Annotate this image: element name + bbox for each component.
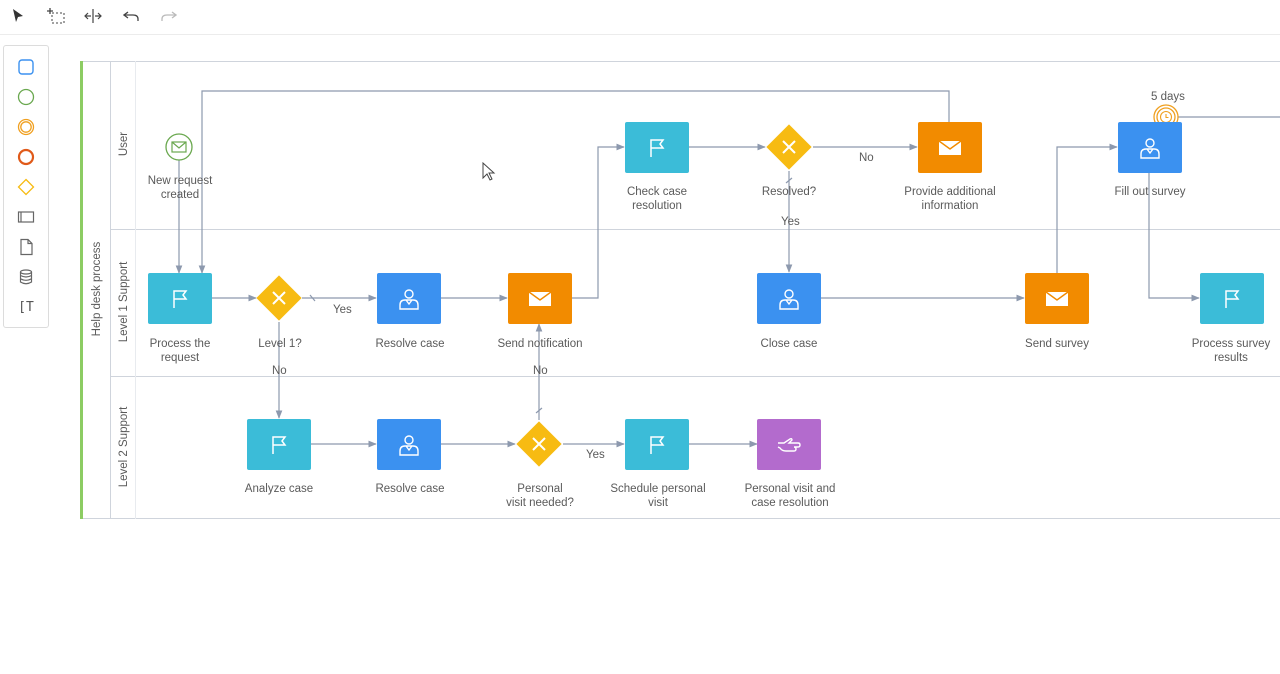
end-event-icon xyxy=(17,148,35,166)
text-annotation-icon: [T xyxy=(18,299,34,315)
undo-button[interactable] xyxy=(119,5,143,27)
edge-label-level1-yes: Yes xyxy=(333,304,352,316)
start-event-icon xyxy=(17,88,35,106)
flow-info-to-process[interactable] xyxy=(198,90,950,274)
task-personal-visit[interactable] xyxy=(757,419,821,470)
task-fill-survey[interactable] xyxy=(1118,122,1182,173)
envelope-icon xyxy=(938,139,962,155)
task-check-resolution[interactable] xyxy=(625,122,689,173)
palette-data-object[interactable] xyxy=(14,236,38,258)
label-resolved: Resolved? xyxy=(761,186,817,198)
palette-data-store[interactable] xyxy=(14,266,38,288)
label-resolve-case-2: Resolve case xyxy=(375,483,445,495)
label-start: New request created xyxy=(147,175,213,201)
edge-label-resolved-yes: Yes xyxy=(781,216,800,228)
label-close-case: Close case xyxy=(760,338,818,350)
mouse-cursor-icon xyxy=(482,162,496,181)
task-provide-info[interactable] xyxy=(918,122,982,173)
user-icon xyxy=(399,434,419,456)
envelope-icon xyxy=(528,290,552,306)
flow-notify-to-check[interactable] xyxy=(572,143,625,299)
undo-icon xyxy=(123,11,139,21)
task-process-survey[interactable] xyxy=(1200,273,1264,324)
palette-task[interactable] xyxy=(14,56,38,78)
label-process-survey: Process survey results xyxy=(1191,338,1271,364)
palette-start-event[interactable] xyxy=(14,86,38,108)
palette-end-event[interactable] xyxy=(14,146,38,168)
task-process-request[interactable] xyxy=(148,273,212,324)
label-level1: Level 1? xyxy=(258,338,302,350)
space-tool[interactable] xyxy=(81,5,105,27)
label-schedule-visit: Schedule personal visit xyxy=(610,483,706,509)
lasso-tool[interactable] xyxy=(44,5,68,27)
pool-help-desk-process[interactable] xyxy=(80,61,1280,519)
edge-label-level1-no: No xyxy=(272,365,287,377)
gateway-icon xyxy=(17,178,35,196)
lane-label-user: User xyxy=(118,131,130,157)
redo-button[interactable] xyxy=(157,5,181,27)
label-resolve-case-1: Resolve case xyxy=(375,338,445,350)
task-send-survey[interactable] xyxy=(1025,273,1089,324)
flow-survey-to-fill[interactable] xyxy=(1056,143,1118,273)
lane-label-level2: Level 2 Support xyxy=(118,406,130,488)
label-personal-visit-needed: Personal visit needed? xyxy=(506,483,574,509)
redo-icon xyxy=(161,11,177,21)
palette-text-annotation[interactable]: [T xyxy=(14,296,38,318)
task-schedule-visit[interactable] xyxy=(625,419,689,470)
space-tool-icon xyxy=(84,9,102,23)
palette-intermediate-event[interactable] xyxy=(14,116,38,138)
lane-label-level1: Level 1 Support xyxy=(118,261,130,343)
task-analyze-case[interactable] xyxy=(247,419,311,470)
flag-icon xyxy=(173,289,188,308)
task-shape-icon xyxy=(18,59,34,75)
lane-icon xyxy=(17,211,35,223)
envelope-icon xyxy=(1045,290,1069,306)
arrow-pointer-icon xyxy=(13,9,23,22)
task-resolve-case-2[interactable] xyxy=(377,419,441,470)
edge-label-resolved-no: No xyxy=(859,152,874,164)
palette-lane[interactable] xyxy=(14,206,38,228)
task-send-notification[interactable] xyxy=(508,273,572,324)
flag-icon xyxy=(272,435,287,454)
data-store-icon xyxy=(19,269,33,285)
label-provide-info: Provide additional information xyxy=(904,186,996,212)
palette-gateway[interactable] xyxy=(14,176,38,198)
label-check-resolution: Check case resolution xyxy=(626,186,688,212)
flag-icon xyxy=(1225,289,1240,308)
lasso-select-icon xyxy=(47,8,65,24)
user-icon xyxy=(399,288,419,310)
data-object-icon xyxy=(20,238,33,256)
label-analyze-case: Analyze case xyxy=(244,483,314,495)
shape-palette: [T xyxy=(3,45,49,328)
label-send-notification: Send notification xyxy=(497,338,583,350)
user-icon xyxy=(1140,137,1160,159)
flag-icon xyxy=(650,138,665,157)
select-tool[interactable] xyxy=(6,5,30,27)
task-close-case[interactable] xyxy=(757,273,821,324)
label-process-request: Process the request xyxy=(149,338,211,364)
label-timer: 5 days xyxy=(1151,91,1185,103)
edge-label-visit-no: No xyxy=(533,365,548,377)
flag-icon xyxy=(650,435,665,454)
hand-icon xyxy=(777,437,801,452)
label-personal-visit: Personal visit and case resolution xyxy=(744,483,836,509)
label-fill-survey: Fill out survey xyxy=(1114,186,1186,198)
flow-fill-to-process-results[interactable] xyxy=(1148,172,1200,302)
user-icon xyxy=(779,288,799,310)
intermediate-event-icon xyxy=(17,118,35,136)
start-event-message[interactable] xyxy=(165,133,193,161)
edge-label-visit-yes: Yes xyxy=(586,449,605,461)
label-send-survey: Send survey xyxy=(1025,338,1089,350)
top-toolbar xyxy=(0,0,1280,35)
pool-label: Help desk process xyxy=(91,241,103,337)
task-resolve-case-1[interactable] xyxy=(377,273,441,324)
